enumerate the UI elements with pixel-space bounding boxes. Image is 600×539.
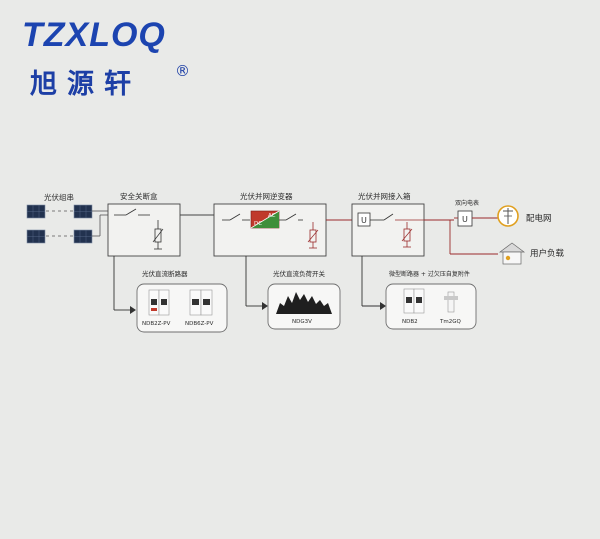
- safety-box-label: 安全关断盒: [120, 191, 158, 201]
- solar-panel-icon: [26, 204, 46, 219]
- bidirectional-meter: 双向电表 U: [449, 199, 498, 255]
- grid-label: 配电网: [526, 213, 552, 224]
- grid-target: 配电网: [497, 205, 552, 227]
- surge-protector-icon: [307, 222, 319, 249]
- dc-breaker-title: 光伏直流断路器: [142, 269, 188, 278]
- micro-breaker-model-1: NDB2: [402, 319, 418, 325]
- dc-breaker-image: [189, 289, 213, 316]
- svg-text:U: U: [462, 215, 468, 224]
- micro-breaker-title: 微型断路器 + 过欠压自复附件: [389, 270, 470, 278]
- grid-access-box: 光伏并网接入箱 U: [351, 191, 425, 257]
- dc-breaker-image: [148, 289, 170, 316]
- dc-breaker-model-1: NDB2Z-PV: [142, 321, 171, 327]
- power-grid-icon: [497, 205, 519, 227]
- voltage-accessory-image: [444, 291, 458, 313]
- inverter-dc-ac-icon: DC AC: [250, 210, 280, 229]
- micro-breaker-panel: 微型断路器 + 过欠压自复附件 NDB2 Tm2GQ: [385, 270, 477, 330]
- dc-switch-model: NDG3V: [292, 319, 312, 325]
- brand-registered-mark: ®: [175, 62, 190, 80]
- safety-shutdown-box: 安全关断盒: [107, 191, 181, 257]
- meter-icon: U: [457, 210, 473, 227]
- brand-logo-text: TZXLOQ: [22, 16, 166, 54]
- product-connectors: [113, 256, 386, 314]
- surge-protector-icon: [152, 220, 164, 250]
- inverter-ac-text: AC: [268, 213, 276, 219]
- dc-breaker-panel: 光伏直流断路器 NDB2Z-PV NDB6Z-PV: [136, 269, 228, 333]
- inverter-label: 光伏并网逆变器: [240, 191, 293, 201]
- pv-array-label: 光伏组串: [44, 192, 74, 202]
- switch-icon: [114, 208, 150, 216]
- solar-panel-icon: [26, 229, 46, 244]
- solar-panel-icon: [73, 229, 93, 244]
- meter-label: 双向电表: [455, 199, 479, 207]
- voltage-relay-icon: U: [357, 212, 371, 227]
- load-label: 用户负载: [530, 248, 565, 259]
- house-icon: [498, 242, 526, 265]
- brand-chinese-name: 旭源轩: [30, 69, 141, 100]
- switch-icon: [222, 213, 250, 221]
- combiner-label: 光伏并网接入箱: [358, 191, 411, 201]
- pv-array: 光伏组串: [26, 192, 108, 244]
- dc-switch-title: 光伏直流负荷开关: [273, 269, 326, 278]
- micro-breaker-image: [403, 288, 425, 314]
- dc-switch-image: [276, 292, 332, 314]
- svg-text:U: U: [361, 216, 367, 225]
- dc-breaker-model-2: NDB6Z-PV: [185, 321, 214, 327]
- surge-protector-icon: [401, 222, 413, 248]
- solar-panel-icon: [73, 204, 93, 219]
- grid-inverter: 光伏并网逆变器 DC AC: [213, 191, 327, 257]
- dc-switch-panel: 光伏直流负荷开关 NDG3V: [267, 269, 341, 330]
- inverter-dc-text: DC: [254, 221, 262, 227]
- user-load: 用户负载: [498, 242, 565, 265]
- switch-icon: [279, 213, 303, 221]
- micro-breaker-model-2: Tm2GQ: [439, 319, 461, 325]
